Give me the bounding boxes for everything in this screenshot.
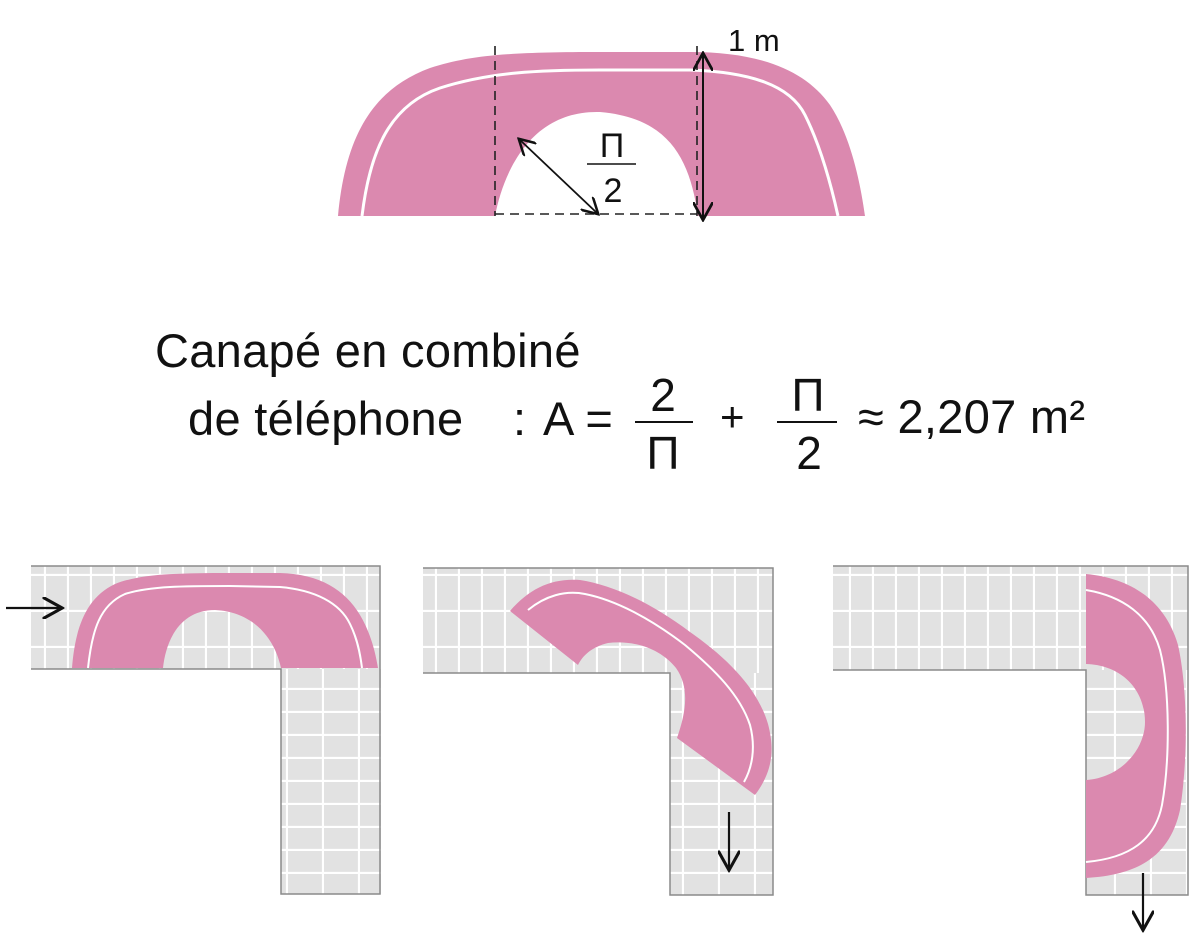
corridor-outline (31, 565, 381, 895)
sofa-inner-line (87, 584, 363, 669)
fraction-1-denominator: Π (646, 427, 680, 479)
formula-plus: + (720, 393, 745, 440)
corridor-outline (833, 565, 1189, 896)
radius-numerator: Π (600, 127, 625, 165)
dimension-label: 1 m (728, 23, 780, 58)
sofa-inner-line (360, 68, 840, 217)
formula-colon: : (513, 392, 527, 445)
fraction-2-denominator: 2 (796, 427, 822, 479)
sofa-shape (510, 579, 772, 795)
fraction-1-bar (635, 421, 693, 423)
formula-lhs: A = (543, 392, 614, 445)
radius-denominator: 2 (604, 172, 623, 210)
corridor-panel-1 (6, 565, 381, 895)
corridor-panel-2 (423, 567, 774, 896)
sofa-shape (72, 573, 378, 668)
corridor-panel-3 (833, 565, 1189, 928)
sofa-inner-line (527, 591, 754, 783)
radius-arrow (520, 140, 597, 213)
fraction-1-numerator: 2 (650, 369, 676, 421)
fraction-2-numerator: Π (791, 369, 825, 421)
corridor-vertical (281, 669, 381, 894)
sofa-shape (338, 52, 865, 216)
formula-line-2: de téléphone (188, 392, 464, 445)
sofa-inner-line (1085, 589, 1169, 863)
formula-line-1: Canapé en combiné (155, 324, 581, 377)
fraction-2-bar (777, 421, 837, 423)
formula-result: ≈ 2,207 m² (858, 390, 1086, 443)
corridor-outline (423, 567, 774, 896)
top-sofa-figure: 1 m Π 2 (338, 23, 865, 218)
